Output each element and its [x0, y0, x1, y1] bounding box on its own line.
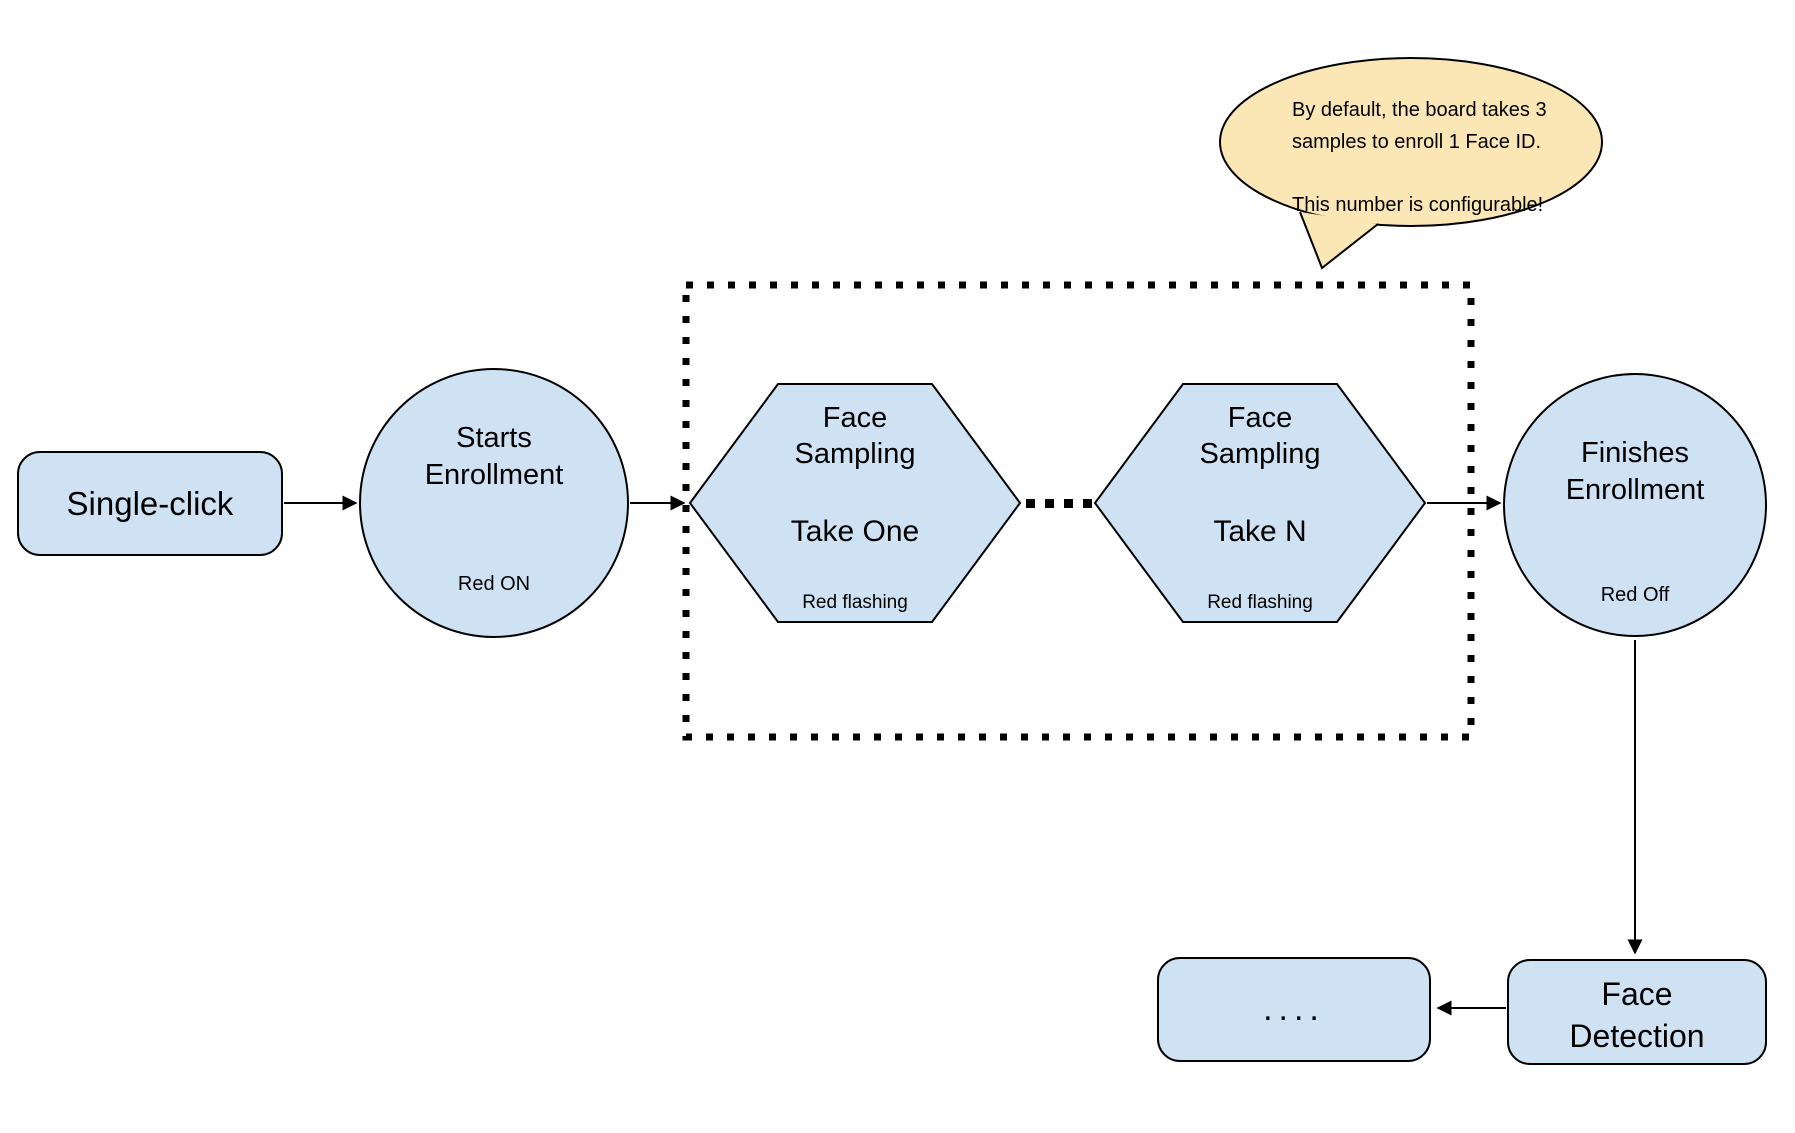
node-continuation: .... — [1157, 957, 1431, 1062]
node-finishes-enrollment: Finishes Enrollment Red Off — [1503, 373, 1767, 637]
face-sampling-n-title2: Sampling — [1200, 438, 1321, 470]
face-sampling-n-subtitle: Take N — [1213, 515, 1306, 548]
face-sampling-one-hexagon — [688, 383, 1022, 623]
starts-enrollment-circle — [359, 368, 629, 638]
sampling-ellipsis-dots — [1026, 499, 1092, 508]
ellipsis-dot — [1083, 499, 1092, 508]
face-sampling-n-hexagon — [1093, 383, 1427, 623]
single-click-box — [17, 451, 283, 556]
node-face-sampling-n: Face Sampling Take N Red flashing — [1093, 383, 1427, 623]
starts-enrollment-title1: Starts — [456, 422, 532, 454]
face-sampling-one-status: Red flashing — [802, 592, 908, 613]
dotted-border-rect — [682, 281, 1475, 741]
face-detection-box — [1507, 959, 1767, 1065]
finishes-enrollment-title1: Finishes — [1581, 437, 1689, 469]
face-sampling-one-subtitle: Take One — [791, 515, 919, 548]
face-detection-title2: Detection — [1569, 1018, 1704, 1054]
node-face-detection: Face Detection — [1507, 959, 1767, 1065]
finishes-enrollment-title2: Enrollment — [1566, 474, 1705, 506]
callout-bubble: By default, the board takes 3 samples to… — [1219, 57, 1603, 270]
finishes-enrollment-status: Red Off — [1601, 584, 1670, 606]
face-sampling-n-title1: Face — [1228, 402, 1292, 434]
sampling-group-box — [682, 281, 1475, 741]
continuation-label: .... — [1263, 990, 1325, 1028]
face-sampling-one-title1: Face — [823, 402, 887, 434]
ellipsis-dot — [1064, 499, 1073, 508]
starts-enrollment-status: Red ON — [458, 573, 530, 595]
face-sampling-n-status: Red flashing — [1207, 592, 1313, 613]
callout-text-line3: This number is configurable! — [1292, 194, 1543, 216]
starts-enrollment-title2: Enrollment — [425, 459, 564, 491]
face-sampling-one-title2: Sampling — [795, 438, 916, 470]
ellipsis-dot — [1026, 499, 1035, 508]
finishes-enrollment-circle — [1503, 373, 1767, 637]
face-detection-title1: Face — [1601, 976, 1672, 1012]
node-face-sampling-one: Face Sampling Take One Red flashing — [688, 383, 1022, 623]
node-starts-enrollment: Starts Enrollment Red ON — [359, 368, 629, 638]
callout-ellipse — [1219, 57, 1603, 227]
continuation-box — [1157, 957, 1431, 1062]
callout-text-line2: samples to enroll 1 Face ID. — [1292, 131, 1541, 153]
single-click-label: Single-click — [67, 485, 234, 522]
node-single-click: Single-click — [17, 451, 283, 556]
callout-tail — [1299, 211, 1379, 270]
ellipsis-dot — [1045, 499, 1054, 508]
callout-text-line1: By default, the board takes 3 — [1292, 99, 1547, 121]
